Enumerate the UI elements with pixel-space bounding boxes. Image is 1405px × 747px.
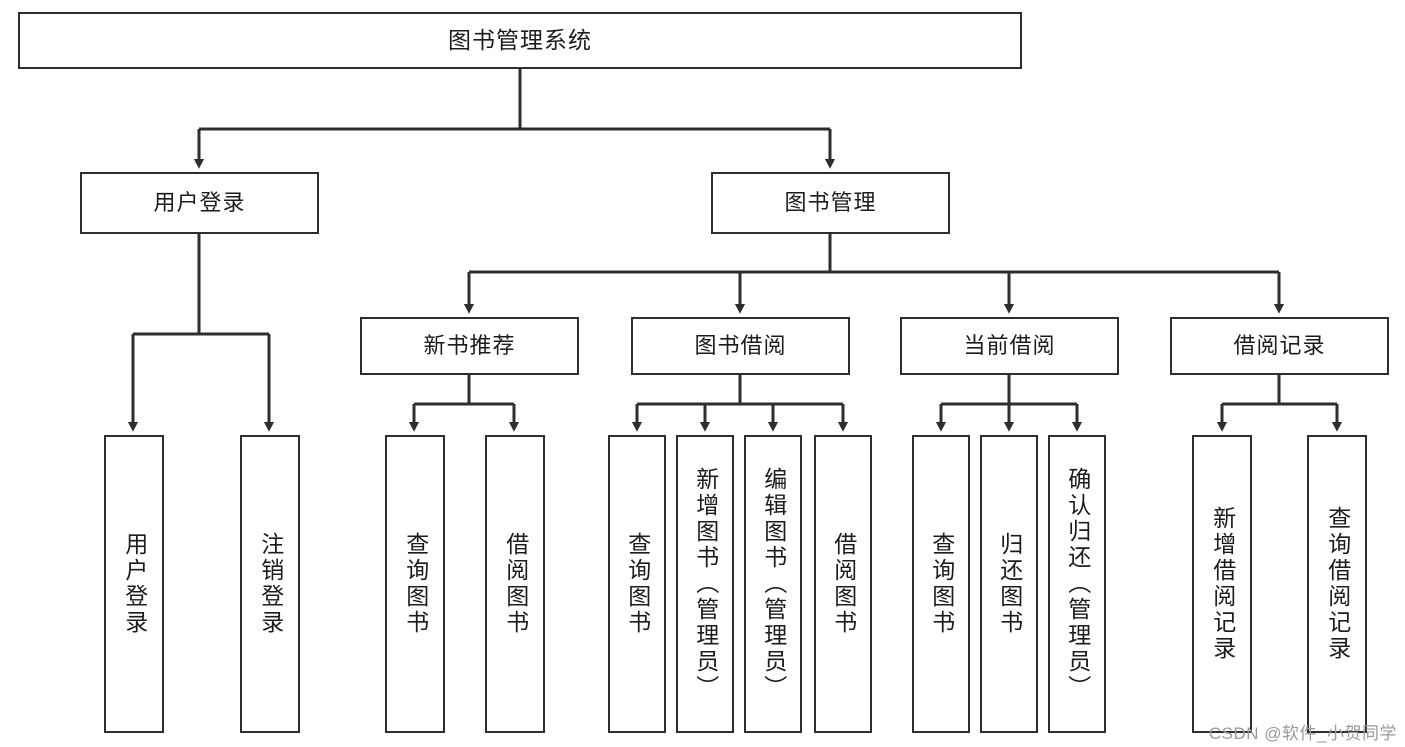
- node-root-book-management-system[interactable]: 图书管理系统: [18, 12, 1022, 69]
- node-label: 图书借阅: [694, 333, 787, 359]
- node-label: 新增借阅记录: [1209, 506, 1236, 662]
- leaf-borrow-book-borrow[interactable]: 借阅图书: [814, 435, 872, 733]
- node-label: 查询图书: [402, 532, 429, 636]
- node-label: 确认归还（管理员）: [1064, 467, 1091, 701]
- node-new-book-recommend[interactable]: 新书推荐: [360, 317, 579, 375]
- node-label: 查询图书: [624, 532, 651, 636]
- node-label: 当前借阅: [963, 333, 1056, 359]
- leaf-return-book[interactable]: 归还图书: [980, 435, 1038, 733]
- node-book-borrow[interactable]: 图书借阅: [631, 317, 850, 375]
- node-label: 借阅图书: [830, 532, 857, 636]
- node-label: 借阅记录: [1233, 333, 1326, 359]
- leaf-user-login[interactable]: 用户登录: [104, 435, 164, 733]
- node-label: 图书管理: [784, 190, 877, 216]
- node-label: 归还图书: [996, 532, 1023, 636]
- leaf-query-book-current[interactable]: 查询图书: [912, 435, 970, 733]
- node-label: 编辑图书（管理员）: [760, 467, 787, 701]
- node-current-borrow[interactable]: 当前借阅: [900, 317, 1119, 375]
- leaf-edit-book-admin[interactable]: 编辑图书（管理员）: [744, 435, 802, 733]
- node-user-login[interactable]: 用户登录: [80, 172, 319, 234]
- node-label: 注销登录: [257, 532, 284, 636]
- leaf-logout-login[interactable]: 注销登录: [240, 435, 300, 733]
- node-label: 用户登录: [121, 532, 148, 636]
- leaf-add-borrow-record[interactable]: 新增借阅记录: [1192, 435, 1252, 733]
- node-book-management[interactable]: 图书管理: [711, 172, 950, 234]
- leaf-query-book-recommend[interactable]: 查询图书: [385, 435, 445, 733]
- leaf-query-borrow-record[interactable]: 查询借阅记录: [1307, 435, 1367, 733]
- leaf-confirm-return-admin[interactable]: 确认归还（管理员）: [1048, 435, 1106, 733]
- node-label: 用户登录: [153, 190, 246, 216]
- node-borrow-record[interactable]: 借阅记录: [1170, 317, 1389, 375]
- leaf-add-book-admin[interactable]: 新增图书（管理员）: [676, 435, 734, 733]
- leaf-borrow-book-recommend[interactable]: 借阅图书: [485, 435, 545, 733]
- node-label: 新增图书（管理员）: [692, 467, 719, 701]
- node-label: 图书管理系统: [448, 27, 592, 54]
- node-label: 查询借阅记录: [1324, 506, 1351, 662]
- csdn-watermark: CSDN @软件_小贺同学: [1208, 724, 1397, 743]
- leaf-query-book-borrow[interactable]: 查询图书: [608, 435, 666, 733]
- node-label: 新书推荐: [423, 333, 516, 359]
- node-label: 借阅图书: [502, 532, 529, 636]
- node-label: 查询图书: [928, 532, 955, 636]
